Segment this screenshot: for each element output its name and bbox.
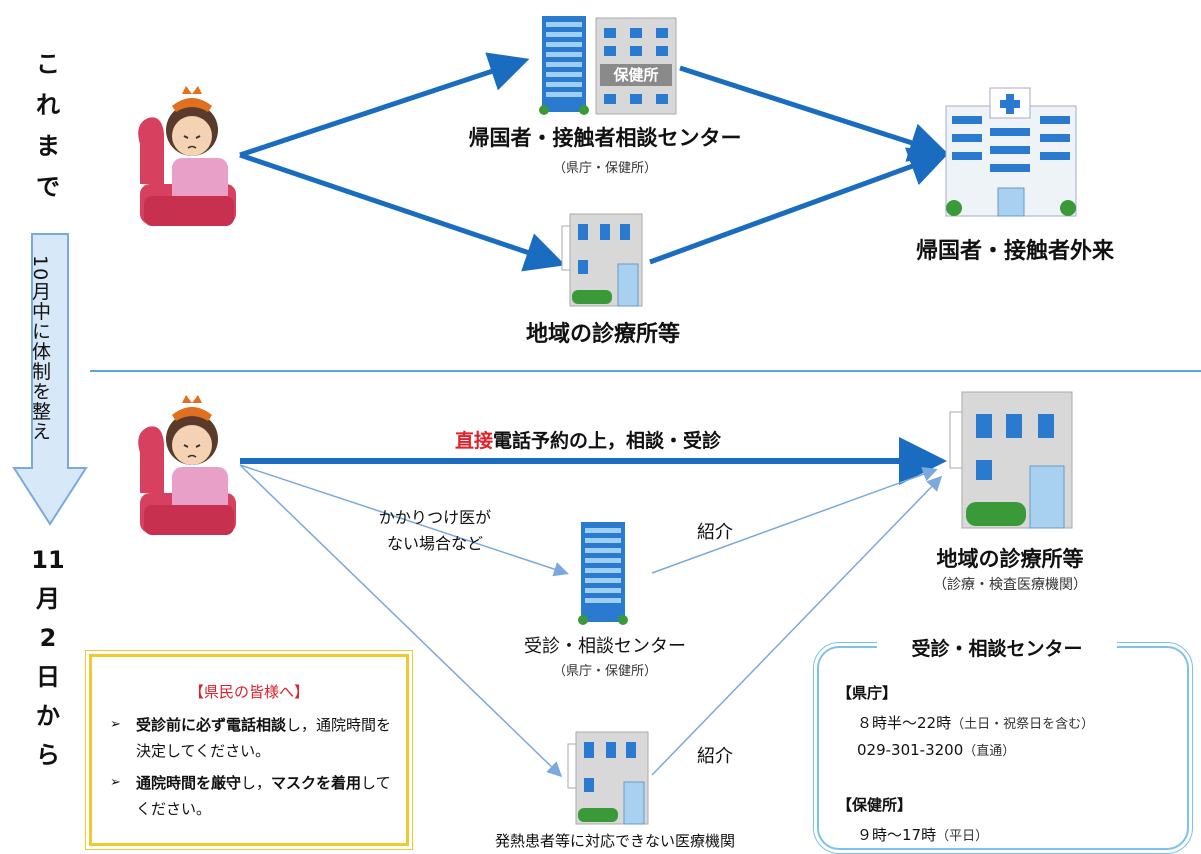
side-char: れ [36,91,60,119]
notice-title: 【県民の皆様へ】 [188,683,309,701]
health-center-building-icon [595,17,677,115]
notice-box: 【県民の皆様へ】 受診前に必ず電話相談し，通院時間を決定してください。 通院時間… [85,650,413,850]
hospital-building-icon [945,87,1077,217]
health-center-sign: 保健所 [613,66,659,84]
hc-label: 【保健所】 [837,796,913,814]
direct-reservation-label: 直接電話予約の上，相談・受診 [455,426,721,453]
top-center-sub: （県庁・保健所） [552,161,657,176]
consult-center-info-box: 受診・相談センター 【県庁】 ８時半～22時（土日・祝祭日を含む） 029-30… [813,634,1193,854]
note-line: かかりつけ医が [378,508,492,527]
pref-phone[interactable]: 029-301-3200 [857,741,964,759]
side-char: こ [36,50,60,78]
info-box-title: 受診・相談センター [877,634,1117,661]
hospital-name: 帰国者・接触者外来 [915,239,1114,264]
notice-text: し， [241,774,272,792]
note-line: ない場合など [386,534,483,553]
side-char: ら [36,741,60,769]
down-arrow-shape [12,233,88,526]
hc-hours-row: ９時～17時（平日） [857,824,988,845]
arrow-center-to-hospital [679,65,950,162]
down-arrow-label: 10月中に体制を整え [29,255,51,442]
clinic-building-icon [567,731,649,825]
pref-phone-row: 029-301-3200（直通） [857,740,1015,759]
pref-label: 【県庁】 [837,684,898,702]
side-char: で [36,173,60,201]
office-tower-icon [539,16,589,115]
no-regular-doctor-note: かかりつけ医が ない場合など [360,505,510,557]
notice-bold: 受診前に必ず電話相談 [136,716,287,734]
label-from-nov2: 11 月 2 日 か ら [28,548,68,767]
hc-hours-note: （平日） [936,829,989,844]
sick-patient-icon [138,86,236,226]
arrow-patient-to-consult [239,464,569,577]
consult-center-sub: （県庁・保健所） [552,664,657,679]
side-char: ま [36,132,60,160]
bottom-clinic-sub: （診療・検査医療機関） [933,577,1087,593]
arrow-patient-to-clinic [239,152,566,272]
pref-phone-note: （直通） [963,744,1016,759]
label-until-now: こ れ ま で [28,52,68,199]
clinic-building-icon [561,213,643,307]
top-center-name: 帰国者・接触者相談センター [468,126,742,150]
side-char: 日 [36,663,60,691]
direct-red-text: 直接 [455,430,494,452]
arrow-patient-to-center [239,52,530,158]
direct-rest-text: 電話予約の上，相談・受診 [493,430,722,452]
referral-label: 紹介 [697,746,733,767]
side-char: か [36,702,60,730]
arrow-clinic-to-hospital [649,147,950,265]
arrow-patient-to-nonfever [239,464,563,778]
top-clinic-name: 地域の診療所等 [525,322,680,347]
side-char: 月 [36,585,60,613]
pref-hours: ８時半～22時 [857,714,952,732]
pref-hours-note: （土日・祝祭日を含む） [951,717,1095,732]
office-tower-icon [578,522,628,625]
side-char: 2 [39,624,57,652]
pref-hours-row: ８時半～22時（土日・祝祭日を含む） [857,712,1094,733]
arrow-nonfever-to-clinic [651,475,943,776]
sick-patient-icon [138,395,236,535]
notice-list: 受診前に必ず電話相談し，通院時間を決定してください。 通院時間を厳守し，マスクを… [92,712,406,822]
bottom-clinic-name: 地域の診療所等 [936,547,1084,571]
side-char: 11 [31,546,65,574]
notice-item: 通院時間を厳守し，マスクを着用してください。 [110,770,394,822]
notice-text: し，通院時間を決定してください。 [136,716,392,760]
notice-bold: マスクを着用 [271,774,362,792]
notice-item: 受診前に必ず電話相談し，通院時間を決定してください。 [110,712,394,764]
referral-label: 紹介 [697,522,733,543]
notice-text: してください。 [136,774,391,818]
hc-hours: ９時～17時 [857,826,937,844]
consult-center-name: 受診・相談センター [524,636,686,657]
clinic-building-icon [949,391,1073,529]
notice-bold: 通院時間を厳守 [136,774,242,792]
non-fever-clinic-name: 発熱患者等に対応できない医療機関 [494,832,735,850]
arrow-consult-to-clinic [651,467,938,574]
